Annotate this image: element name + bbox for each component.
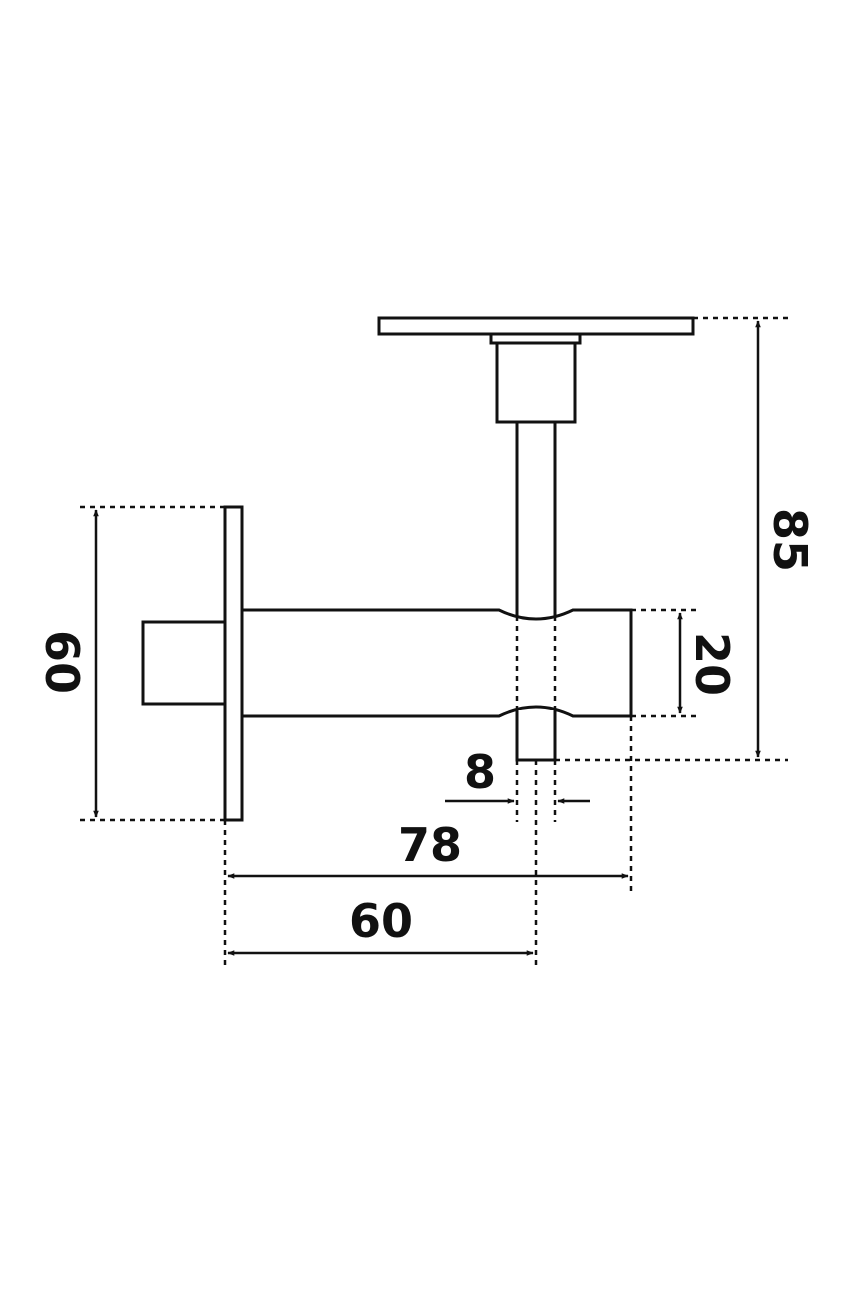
wall-mount-plate xyxy=(223,505,244,822)
dimension-labels: 60 85 20 8 78 60 xyxy=(35,508,817,948)
label-bar-diameter: 20 xyxy=(685,632,739,696)
label-overall-projection: 78 xyxy=(398,818,462,872)
bracket-part xyxy=(141,316,695,822)
horizontal-arm xyxy=(240,608,633,718)
label-wall-plate-height: 60 xyxy=(35,630,89,694)
label-rail-plate-height: 85 xyxy=(763,508,817,572)
wall-stub xyxy=(141,620,227,706)
dimension-lines xyxy=(93,320,761,956)
extension-lines xyxy=(75,316,788,970)
label-post-offset: 60 xyxy=(349,894,413,948)
rail-mount-plate xyxy=(377,316,695,336)
rail-collar xyxy=(495,341,577,424)
label-post-diameter: 8 xyxy=(464,745,496,799)
